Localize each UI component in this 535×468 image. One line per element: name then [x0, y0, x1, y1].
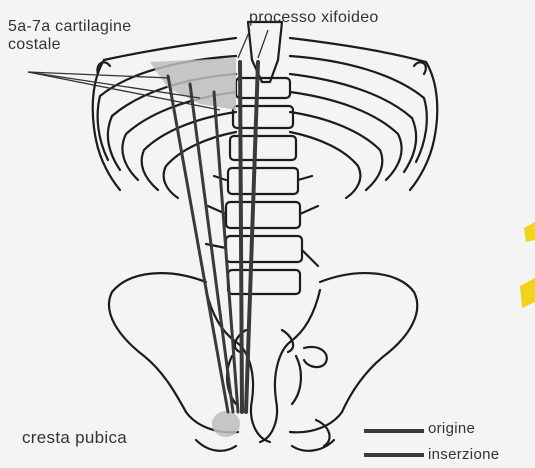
pubic-crest-label: cresta pubica — [22, 429, 127, 446]
xiphoid-label: processo xifoideo — [249, 9, 379, 26]
pelvis — [109, 273, 417, 451]
yellow-edge-marks — [520, 222, 535, 308]
legend-origin-label: origine — [428, 420, 475, 437]
legend-insertion-label: inserzione — [428, 446, 499, 463]
legend-swatches — [364, 431, 424, 455]
rib-cage-right — [290, 38, 437, 198]
cartilage-label-line2: costale — [8, 36, 61, 53]
sternum — [248, 22, 282, 82]
spine — [206, 78, 318, 294]
cartilage-label-line1: 5a-7a cartilagine — [8, 18, 131, 35]
